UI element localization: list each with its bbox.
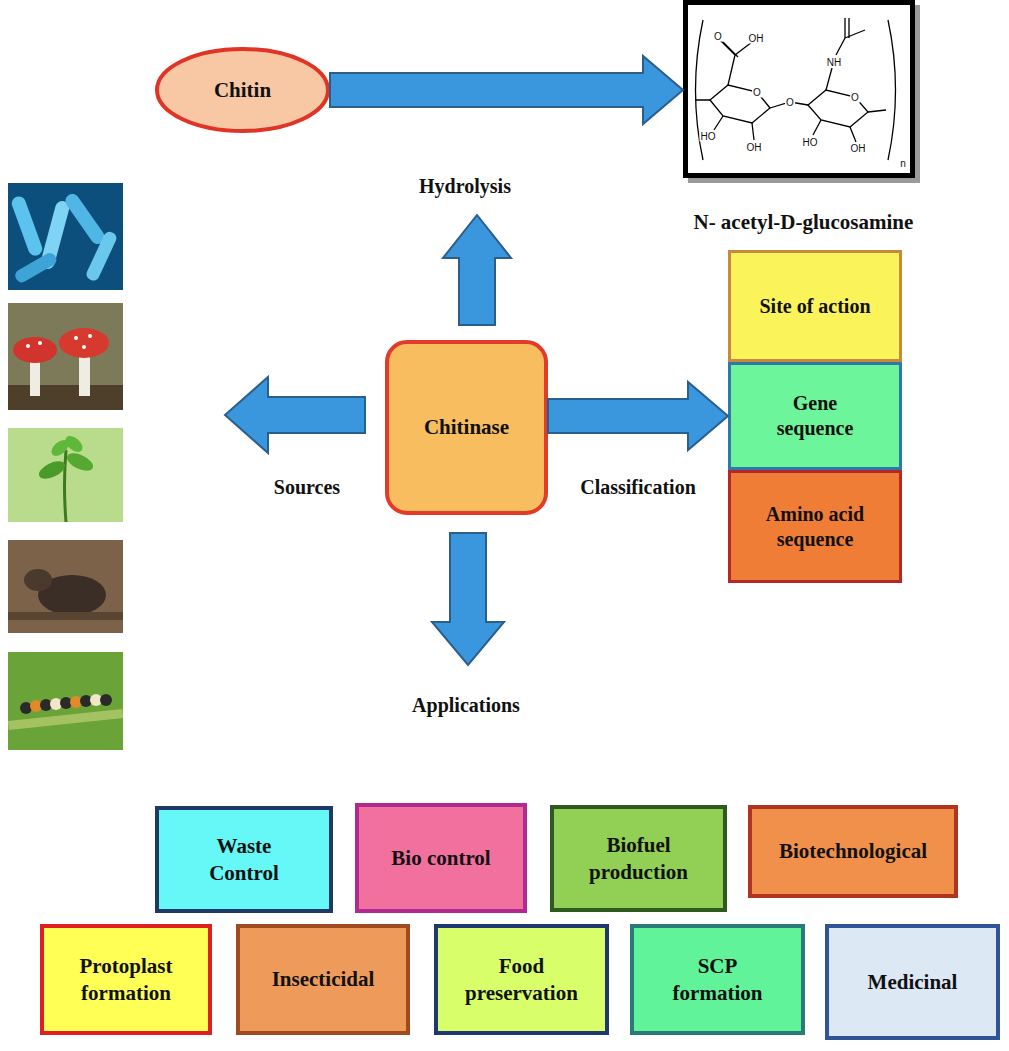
cap-dot (88, 334, 92, 338)
bacterium (13, 251, 58, 285)
atom-label: OH (850, 143, 867, 154)
node-text: Biotechnological (779, 838, 927, 864)
node-text: Waste Control (194, 833, 294, 886)
application-box: Insecticidal (236, 924, 410, 1035)
application-box: Medicinal (825, 924, 1000, 1040)
atom-label: O (713, 31, 723, 42)
atom-label: OH (746, 142, 763, 153)
node-text: Chitinase (424, 414, 509, 440)
node-text: Biofuel production (579, 832, 699, 885)
plant-leaf (36, 458, 67, 483)
mushroom-photo (8, 303, 123, 410)
classification-box: Amino acid sequence (728, 470, 902, 583)
node-text: Insecticidal (272, 966, 375, 992)
atom-label: HO (802, 137, 819, 148)
node-text: Chitin (214, 77, 271, 103)
edge-label: Classification (580, 476, 696, 499)
node-text: Gene sequence (760, 391, 870, 441)
cap-dot (74, 336, 78, 340)
bacterium (63, 191, 108, 247)
plant-leaf (62, 433, 85, 455)
caterpillar-photo (8, 652, 123, 750)
photo-frame (8, 428, 123, 522)
ellipse-shape (157, 49, 328, 131)
polymer-bracket (888, 20, 896, 160)
bond (813, 18, 886, 142)
animal-head (24, 569, 52, 591)
atom-label: n (899, 158, 907, 169)
atom-label: O (785, 97, 795, 108)
bacterium (85, 230, 119, 283)
atom-label: O (850, 92, 860, 103)
block-arrow (330, 56, 683, 124)
plant-stem (65, 450, 67, 522)
bacteria-photo (8, 183, 123, 290)
arrow-label: Applications (412, 694, 520, 717)
structure-box: N- acetyl-D-glucosamine (683, 0, 915, 178)
caterpillar (20, 694, 112, 714)
atom-label: OH (748, 33, 765, 44)
photo-frame (8, 652, 123, 750)
atom-label: NH (826, 57, 842, 68)
plant-leaf (64, 450, 95, 475)
arrow-label: Hydrolysis (419, 175, 511, 198)
application-box: SCP formation (630, 924, 805, 1035)
arrow-label: Sources (274, 476, 340, 499)
branch (8, 612, 123, 620)
photo-frame (8, 303, 123, 410)
chemical-structure (695, 18, 896, 160)
cap-dot (26, 344, 30, 348)
mushroom-cap (59, 328, 109, 358)
node-text: Bio control (391, 845, 490, 871)
application-box: Food preservation (434, 924, 609, 1035)
photo-frame (8, 540, 123, 633)
segment (20, 702, 32, 714)
node-text: Food preservation (454, 953, 589, 1006)
animal-photo (8, 540, 123, 633)
enzyme-box: Chitinase (385, 340, 548, 515)
node-text: SCP formation (658, 953, 778, 1006)
block-arrow (548, 382, 728, 450)
mushroom-cap (13, 337, 57, 363)
ground (8, 385, 123, 410)
bond (695, 40, 808, 140)
block-arrow (225, 377, 365, 453)
caption-text: N- acetyl-D-glucosamine (693, 209, 913, 235)
block-arrow (443, 215, 511, 325)
classification-box: Gene sequence (728, 362, 902, 470)
application-box: Biofuel production (550, 805, 727, 912)
node-text: Medicinal (868, 969, 958, 995)
photo-frame (8, 183, 123, 290)
atom-label: HO (700, 131, 717, 142)
application-box: Protoplast formation (40, 924, 212, 1035)
sugar-ring (710, 85, 770, 123)
plant-photo (8, 428, 123, 522)
bacterium (10, 194, 44, 257)
application-box: Biotechnological (748, 805, 958, 898)
node-text: Protoplast formation (64, 953, 189, 1006)
application-box: Waste Control (155, 806, 333, 913)
node-text: Amino acid sequence (750, 502, 880, 552)
atom-label: O (752, 87, 762, 98)
application-box: Bio control (355, 803, 527, 913)
block-arrow (432, 533, 504, 665)
sugar-ring (808, 90, 868, 127)
segment (100, 694, 112, 706)
cap-dots (26, 334, 92, 349)
node-text: Site of action (759, 294, 870, 319)
classification-box: Site of action (728, 250, 902, 362)
cap-dot (82, 345, 86, 349)
chitin-ellipse: Chitin (155, 47, 330, 133)
cap-dot (38, 341, 42, 345)
